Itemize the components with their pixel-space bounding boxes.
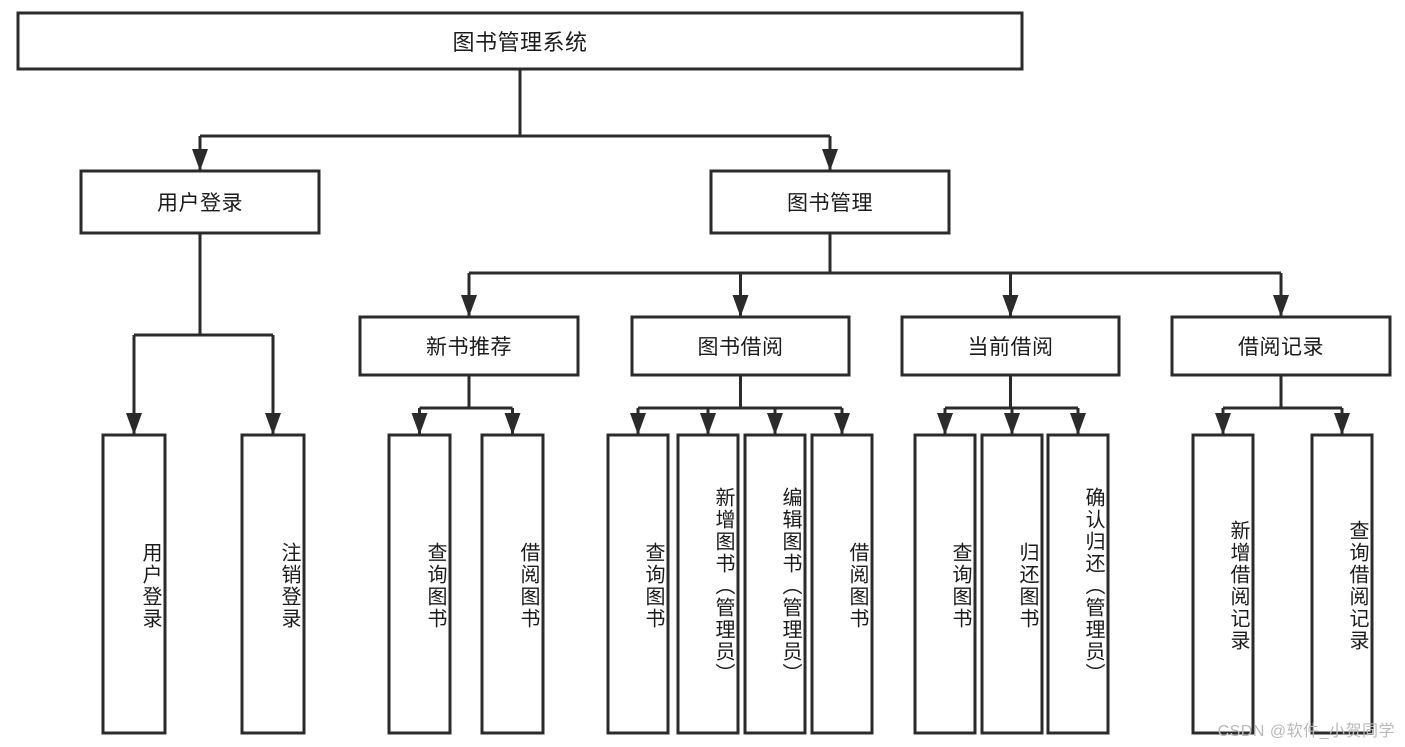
node-box-leaf-edit-book[interactable] xyxy=(743,433,807,735)
arrow-head-icon xyxy=(1070,413,1086,435)
node-box-leaf-add-book[interactable] xyxy=(676,433,740,735)
node-box-borrow-record[interactable] xyxy=(1170,315,1392,377)
arrow-head-icon xyxy=(700,413,716,435)
node-box-leaf-add-borrow-record[interactable] xyxy=(1191,433,1255,735)
arrow-head-icon xyxy=(411,413,428,435)
node-box-leaf-return-book[interactable] xyxy=(980,433,1044,735)
node-box-user-login[interactable] xyxy=(79,169,321,235)
node-box-leaf-user-login[interactable] xyxy=(101,433,167,735)
node-box-current-borrow[interactable] xyxy=(900,315,1121,377)
arrow-head-icon xyxy=(1004,413,1020,435)
edges-layer xyxy=(126,69,1350,435)
arrow-head-icon xyxy=(1273,295,1289,317)
arrow-head-icon xyxy=(822,149,838,171)
arrow-head-icon xyxy=(732,295,749,317)
arrow-head-icon xyxy=(630,413,646,435)
node-box-new-book-recommend[interactable] xyxy=(358,315,580,377)
boxes-layer xyxy=(16,11,1392,735)
arrow-head-icon xyxy=(1215,413,1231,435)
node-box-leaf-query-borrow-record[interactable] xyxy=(1310,433,1374,735)
arrow-head-icon xyxy=(126,413,142,435)
arrow-head-icon xyxy=(192,149,208,171)
node-box-book-borrow[interactable] xyxy=(630,315,851,377)
node-box-leaf-user-logout[interactable] xyxy=(240,433,306,735)
node-box-leaf-borrow-book-1[interactable] xyxy=(480,433,545,735)
node-box-root[interactable] xyxy=(16,11,1024,71)
arrow-head-icon xyxy=(504,413,521,435)
arrow-head-icon xyxy=(461,295,477,317)
arrow-head-icon xyxy=(767,413,783,435)
arrow-head-icon xyxy=(937,413,953,435)
node-box-leaf-query-book-1[interactable] xyxy=(387,433,452,735)
node-box-leaf-confirm-return[interactable] xyxy=(1046,433,1110,735)
arrow-head-icon xyxy=(834,413,850,435)
arrow-head-icon xyxy=(1002,295,1019,317)
arrow-head-icon xyxy=(265,413,281,435)
node-box-leaf-query-book-2[interactable] xyxy=(606,433,670,735)
node-box-book-manage[interactable] xyxy=(709,169,951,235)
arrow-head-icon xyxy=(1334,413,1350,435)
node-box-leaf-borrow-book-2[interactable] xyxy=(810,433,874,735)
node-box-leaf-query-book-3[interactable] xyxy=(913,433,977,735)
